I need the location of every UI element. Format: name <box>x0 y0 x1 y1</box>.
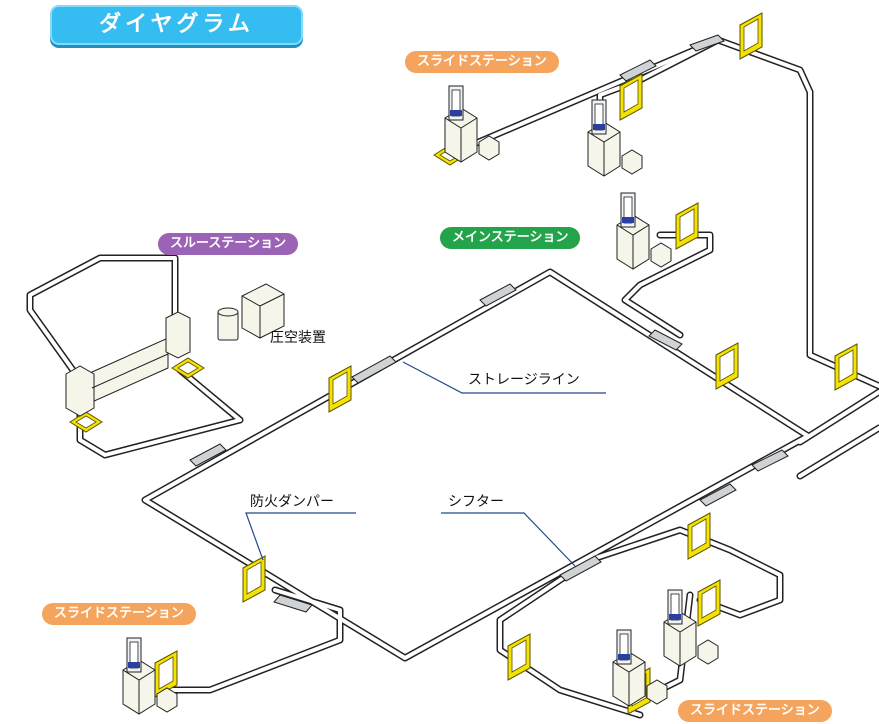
slide-station-bottom-label: スライドステーション <box>678 700 832 722</box>
storage-line-label: ストレージライン <box>468 372 580 388</box>
shifter-label: シフター <box>448 494 504 510</box>
compressor-unit <box>217 283 285 341</box>
slide-station-top-unit <box>444 85 500 163</box>
main-station-unit <box>616 192 672 270</box>
slide-station-left-label: スライドステーション <box>42 603 196 625</box>
storage-segments <box>189 34 789 613</box>
main-station-label: メインステーション <box>440 227 581 249</box>
leader-lines <box>245 361 606 567</box>
slide-station-top-label: スライドステーション <box>405 51 559 73</box>
compressor-label: 圧空装置 <box>270 330 326 346</box>
slide-station-bottom-unit <box>612 629 668 707</box>
through-station-unit <box>65 311 191 417</box>
fire-damper-label: 防火ダンパー <box>250 494 334 510</box>
diagram-title: ダイヤグラム <box>50 5 303 45</box>
through-station-label: スルーステーション <box>158 233 299 255</box>
